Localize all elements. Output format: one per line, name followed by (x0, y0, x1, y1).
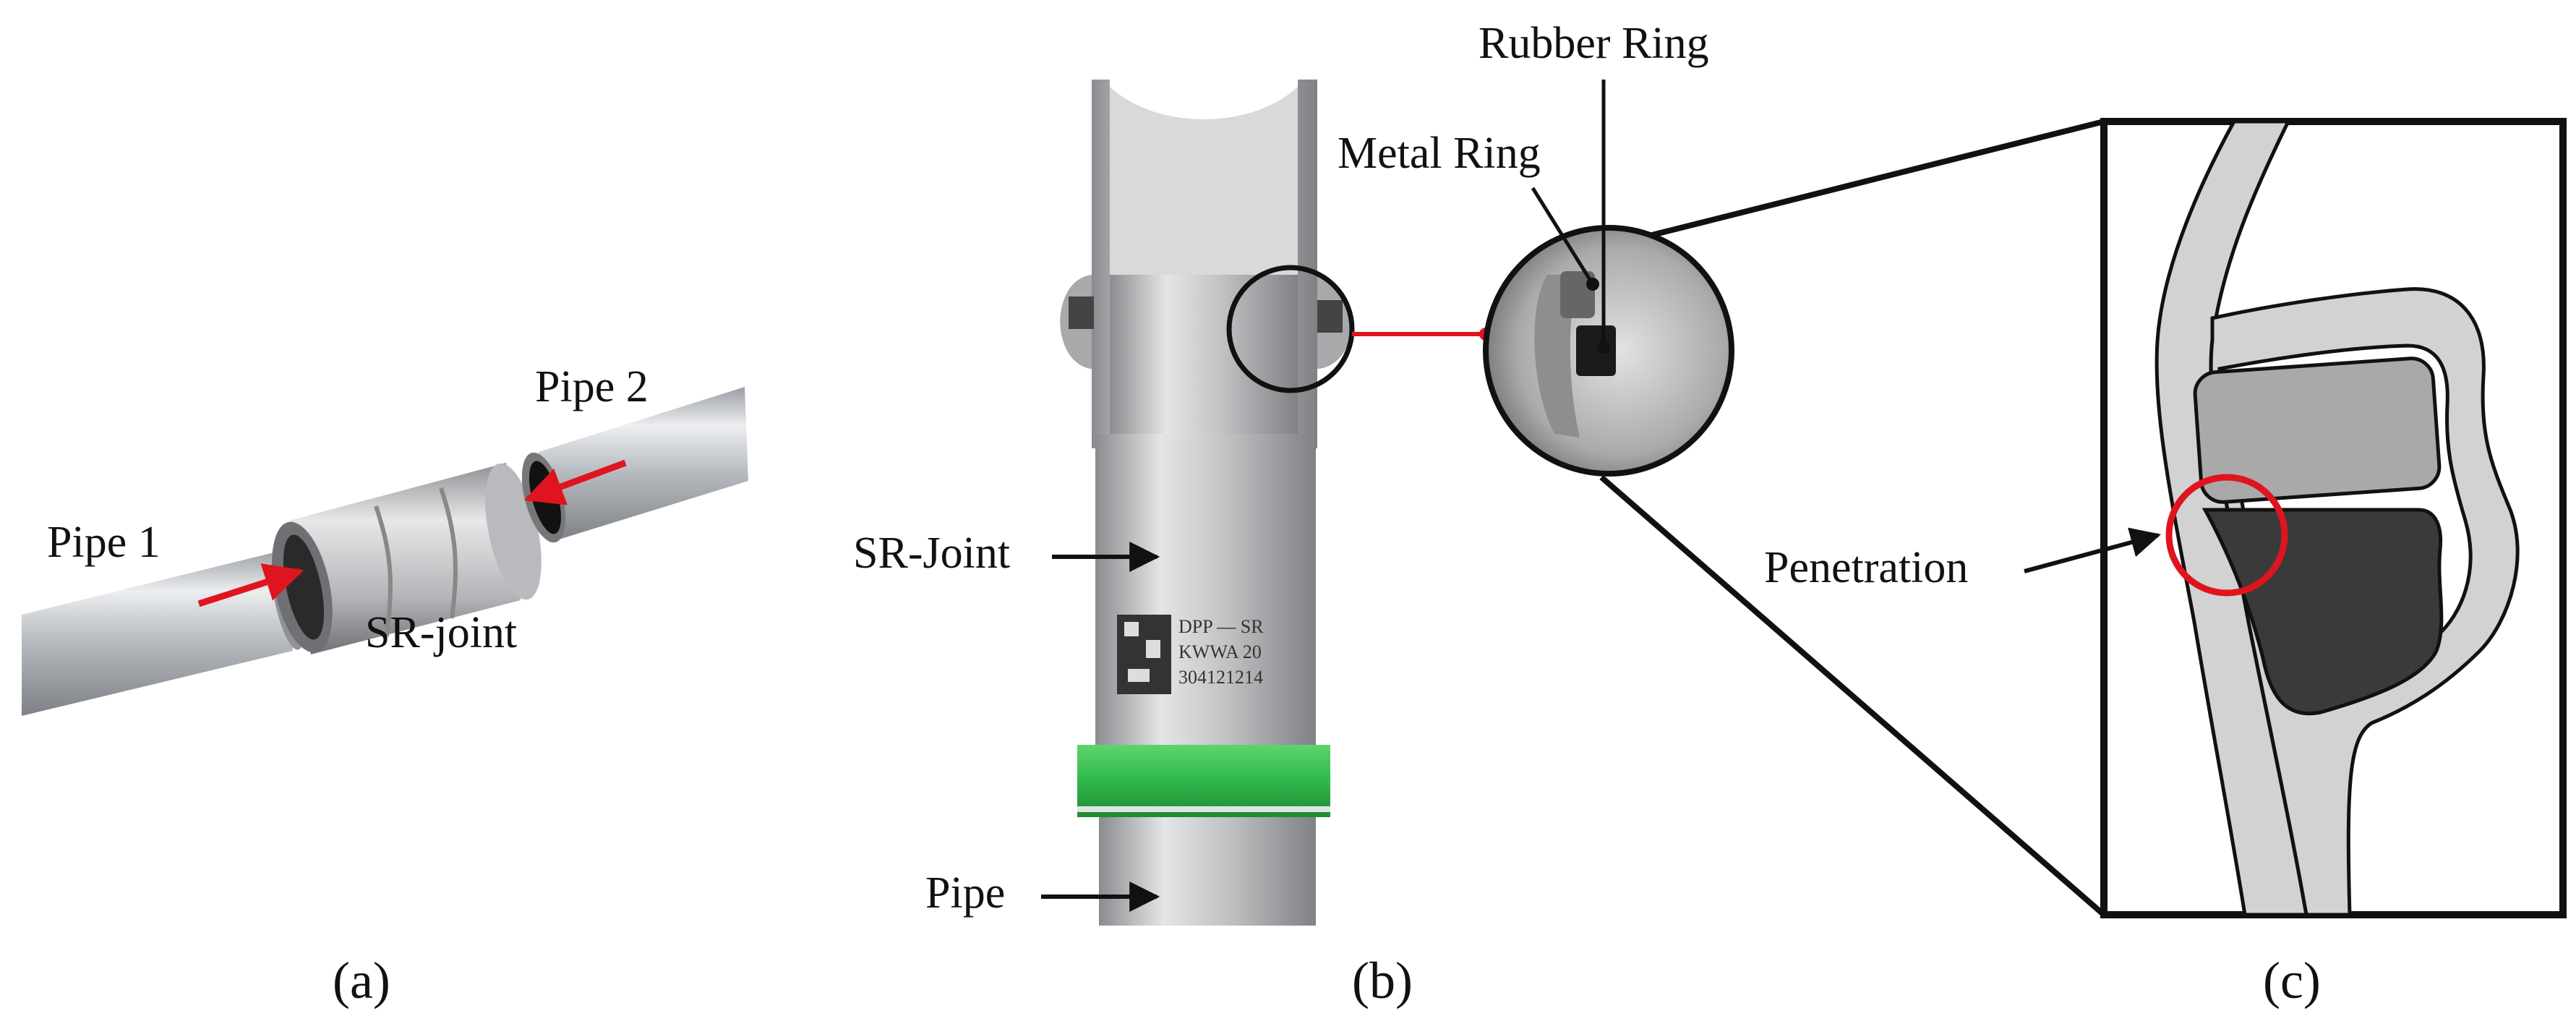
insert-arrow-2 (523, 459, 627, 505)
cross-section-diagram (2154, 119, 2520, 917)
sr-joint-label: SR-joint (365, 608, 517, 657)
marking-line-2: KWWA 20 (1178, 641, 1262, 662)
sr-joint-cutaway-image: DPP — SR KWWA 20 304121214 (1060, 80, 1351, 926)
penetration-circle (2165, 474, 2288, 597)
rubber-ring-section (2201, 508, 2444, 716)
metal-ring-section (2193, 356, 2442, 504)
panel-b: DPP — SR KWWA 20 304121214 (853, 19, 1734, 1009)
joint-marking: DPP — SR KWWA 20 304121214 (1117, 615, 1264, 694)
panel-a: Pipe 1 Pipe 2 SR-joint (a) (22, 362, 748, 1009)
panel-b-label: (b) (1352, 952, 1413, 1009)
penetration-label: Penetration (1764, 543, 1968, 592)
detail-circle (1226, 265, 1355, 393)
penetration-arrow (2024, 527, 2162, 573)
pipe-b-label: Pipe (925, 868, 1005, 918)
panel-c-label: (c) (2263, 952, 2321, 1009)
metal-ring-pointer (1531, 187, 1595, 286)
magnified-ring-view (1483, 225, 1734, 477)
panel-c: Penetration (c) (1764, 118, 2567, 1009)
marking-line-1: DPP — SR (1178, 616, 1264, 637)
rubber-ring-label: Rubber Ring (1479, 19, 1709, 68)
metal-ring-label: Metal Ring (1338, 129, 1541, 178)
zoom-line-top (1651, 119, 2105, 238)
marking-line-3: 304121214 (1178, 667, 1263, 688)
sr-joint-b-label: SR-Joint (853, 529, 1010, 578)
pipe-1-image (22, 550, 304, 716)
zoom-line-bottom (1599, 474, 2106, 918)
pipe-1-label: Pipe 1 (47, 518, 161, 567)
pipe-2-label: Pipe 2 (535, 362, 649, 411)
insert-arrow-1 (197, 563, 304, 607)
panel-a-label: (a) (333, 952, 390, 1009)
